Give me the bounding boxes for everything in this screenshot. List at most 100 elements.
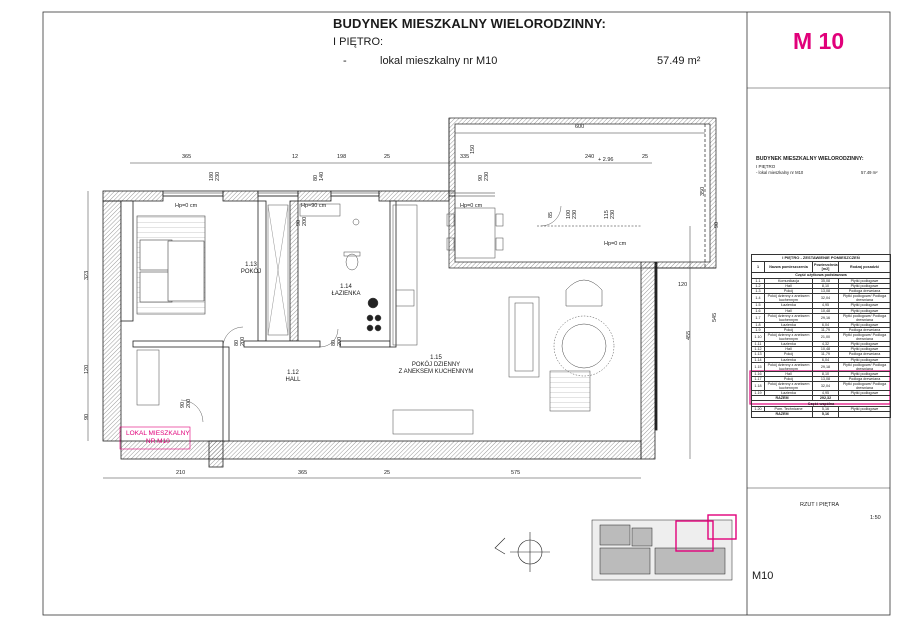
dim-right: 545 [712,312,718,322]
table-cell: I PIĘTRO - ZESTAWIENIE POMIESZCZEŃ [751,254,891,262]
bottom-unit-code: M10 [752,570,774,582]
kitchen [366,204,474,435]
dim-window: 230 [610,209,616,219]
table-cell: Podłoga drewniana [838,326,891,334]
table-cell: Płytki podłogowe/ Podłoga drewniana [838,361,891,372]
dining-set [446,207,504,259]
dim-bottom: 365 [298,470,308,476]
doors [180,205,562,423]
room-label-1-13: 1.13 POKÓJ [236,262,266,276]
unit-tag-box [119,426,191,450]
dim-right: 90 [714,221,720,228]
table-cell: Pokój dzienny z aneksem kuchennym [764,312,813,323]
dim-top: 335 [460,154,470,160]
building-title: BUDYNEK MIESZKALNY WIELORODZINNY: [333,16,606,31]
table-cell: 5,16 [812,411,839,418]
table-cell: Płytki podłogowe [838,302,891,309]
room-name: HALL [285,377,301,383]
dim-door: 200 [240,336,246,346]
table-cell: Pokój dzienny z aneksem kuchennym [764,380,813,392]
table-cell: Płytki podłogowe [838,341,891,348]
dim-top: 12 [292,154,299,160]
floor-label: I PIĘTRO: [333,36,384,48]
table-cell: 29,16 [812,312,839,323]
table-cell: Płytki podłogowe [838,307,891,314]
unit-dash: - [343,55,347,67]
room-name: POKÓJ DZIENNY [411,362,461,368]
dim-top: 240 [585,154,595,160]
dim-top: 365 [182,154,192,160]
dim-door: 200 [186,398,192,408]
table-cell: Płytki podłogowe [838,346,891,353]
table-cell: Podłoga drewniana [838,288,891,295]
room-number: 1.14 [340,284,352,290]
dim-bottom: 25 [384,470,391,476]
room-label-1-12: 1.12 HALL [278,370,308,384]
dim-terrace: 600 [575,124,585,130]
dim-terrace: 150 [470,144,476,154]
table-cell: Płytki podłogowe [838,390,891,397]
table-cell: Podłoga drewniana [838,375,891,382]
dim-right: 120 [678,282,688,288]
level-mark: Hp=0 cm [460,203,483,209]
room-name-line2: Z ANEKSEM KUCHENNYM [398,369,474,375]
view-name: RZUT I PIĘTRA [800,502,840,508]
dim-right: 455 [686,330,692,340]
mini-title: BUDYNEK MIESZKALNY WIELORODZINNY: [756,156,864,162]
table-cell: Rodzaj posadzki [838,261,891,273]
table-cell: 29,18 [812,361,839,372]
table-cell: Płytki podłogowe [838,277,891,285]
terrace-level: + 2.96 [598,157,614,163]
dim-door: 85 [548,211,554,218]
table-cell: 1.7 [751,312,765,323]
dim-door: 200 [302,216,308,226]
table-cell: 21,00 [812,332,839,343]
dim-terrace: 350 [700,186,706,196]
dim-bottom: 575 [511,470,521,476]
table-cell: 32,04 [812,380,839,392]
mini-area: 57.49 m² [861,170,878,175]
unit-tag: LOKAL MIESZKALNY NR M10 [126,430,190,446]
dim-left: 90 [84,413,90,420]
unit-tag-line2: NR M10 [145,438,170,445]
bed [136,215,206,315]
table-cell: Płytki podłogowe [838,370,891,377]
dim-top: 198 [337,154,347,160]
table-cell: Płytki podłogowe [838,283,891,290]
unit-area: 57.49 m² [657,55,701,67]
room-name: POKÓJ [240,269,262,275]
dim-door: 200 [337,336,343,346]
dim-window: 230 [215,171,221,181]
level-mark: Hp=0 cm [175,203,198,209]
windows [163,192,641,227]
hall-cabinet [136,349,160,406]
bathroom-fixtures [299,203,361,271]
mini-unit-line: - lokal mieszkalny nr M10 [756,170,804,175]
room-label-1-15: 1.15 POKÓJ DZIENNY Z ANEKSEM KUCHENNYM [386,355,486,376]
living-furniture [508,279,615,412]
key-plan [591,514,737,581]
table-caption-row: I PIĘTRO - ZESTAWIENIE POMIESZCZEŃ [751,254,891,262]
compass-icon [494,532,550,572]
dim-bottom: 210 [176,470,186,476]
dim-window: 230 [484,171,490,181]
table-cell: Płytki podłogowe [838,406,891,413]
